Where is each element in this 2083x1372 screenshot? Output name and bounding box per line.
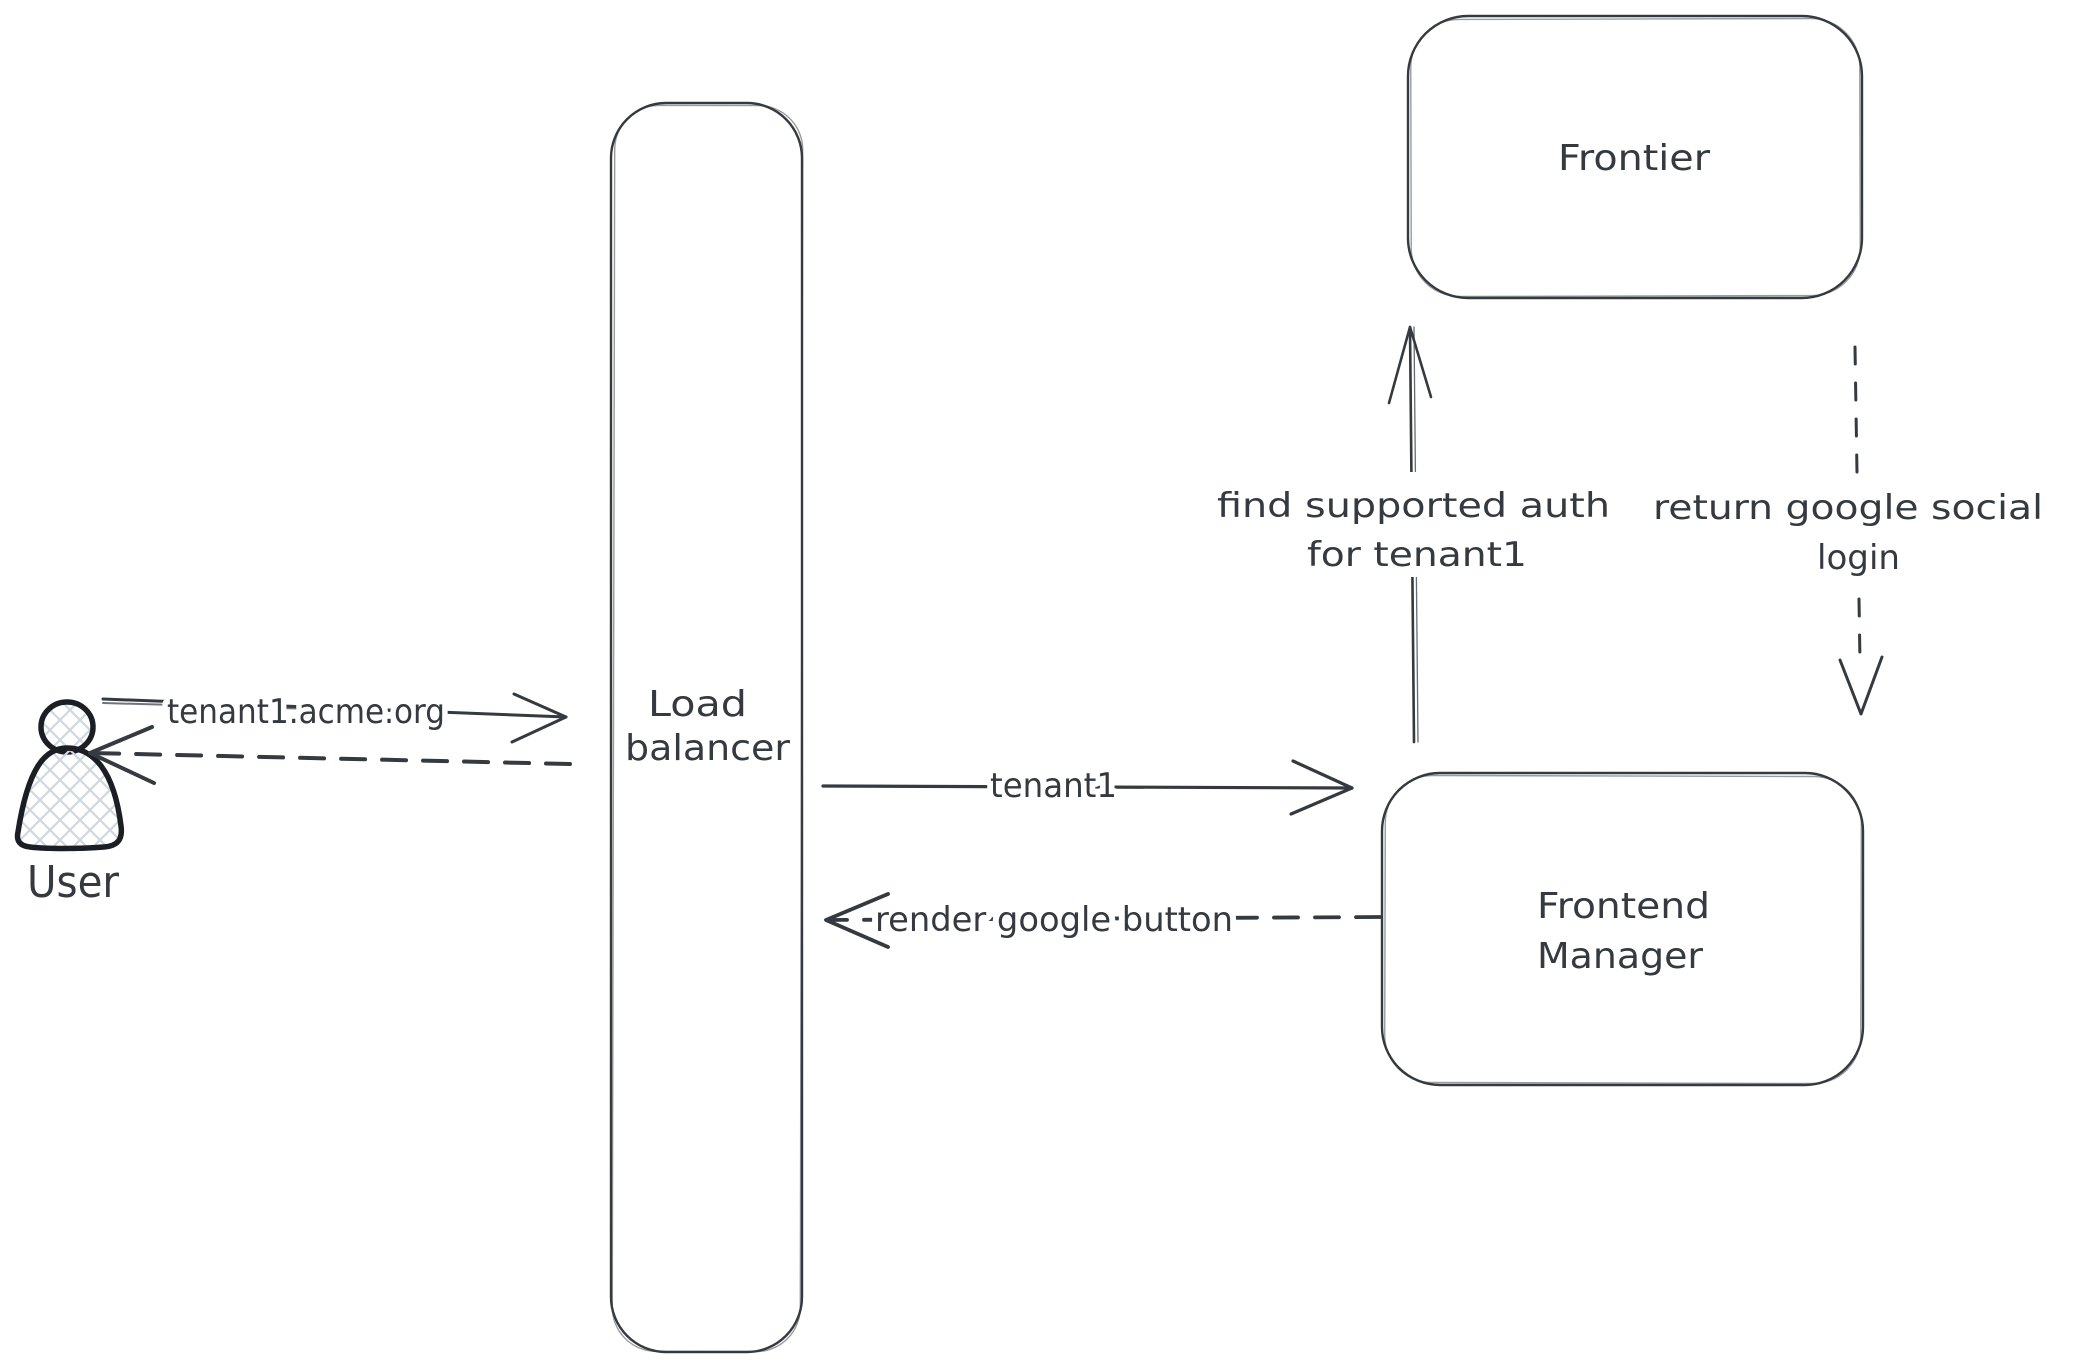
arrow-line-sketch	[102, 702, 461, 714]
arrowhead-right-icon	[510, 692, 568, 744]
user-icon-head	[38, 699, 96, 755]
load-balancer-box-sketch	[611, 104, 804, 1353]
label-background	[1646, 475, 2050, 583]
frontier-box-sketch	[1410, 17, 1861, 298]
arrow-load-balancer-to-frontend-manager	[821, 759, 1354, 816]
arrowhead-up-icon	[1387, 325, 1433, 405]
arrowhead-left-icon	[824, 892, 890, 949]
user-actor: User	[14, 699, 125, 908]
frontend-manager-box-sketch	[1384, 774, 1862, 1085]
label-return-google-social-line1: return google social	[1653, 488, 2043, 528]
label-render-google-button: render google button	[875, 900, 1233, 940]
frontier-label: Frontier	[1558, 138, 1710, 179]
frontier-node: Frontier	[1406, 14, 1864, 300]
load-balancer-node: Load balancer	[609, 101, 804, 1354]
user-icon-body	[14, 745, 125, 852]
arrowhead-left-icon	[88, 725, 156, 785]
arrow-line	[826, 915, 1382, 922]
arrow-line	[101, 697, 568, 719]
frontend-manager-node: Frontend Manager	[1380, 771, 1865, 1087]
label-tenant1-acme-org: tenant1.acme.org	[167, 692, 445, 732]
arrow-line	[90, 751, 572, 766]
frontend-manager-label-line1: Frontend	[1537, 886, 1710, 927]
frontend-manager-label-line2: Manager	[1537, 936, 1703, 977]
label-find-supported-auth-line2: for tenant1	[1307, 535, 1527, 575]
arrowhead-down-icon	[1838, 655, 1884, 716]
load-balancer-label-line1: Load	[648, 684, 747, 725]
arrowhead-right-icon	[1289, 759, 1354, 816]
frontier-box	[1406, 14, 1864, 300]
user-label: User	[27, 857, 120, 908]
label-find-supported-auth-line1: find supported auth	[1217, 486, 1610, 526]
label-tenant1: tenant1	[990, 766, 1117, 806]
load-balancer-label-line2: balancer	[625, 728, 790, 769]
arrow-user-to-load-balancer	[101, 692, 568, 744]
user-icon	[14, 699, 125, 852]
label-return-google-social-line2: login	[1817, 538, 1900, 578]
label-background	[1210, 472, 1620, 577]
arrow-frontend-manager-to-load-balancer	[824, 892, 1382, 949]
arrow-line	[821, 784, 1354, 790]
arrow-load-balancer-to-user	[88, 725, 572, 785]
frontend-manager-box	[1380, 771, 1865, 1087]
